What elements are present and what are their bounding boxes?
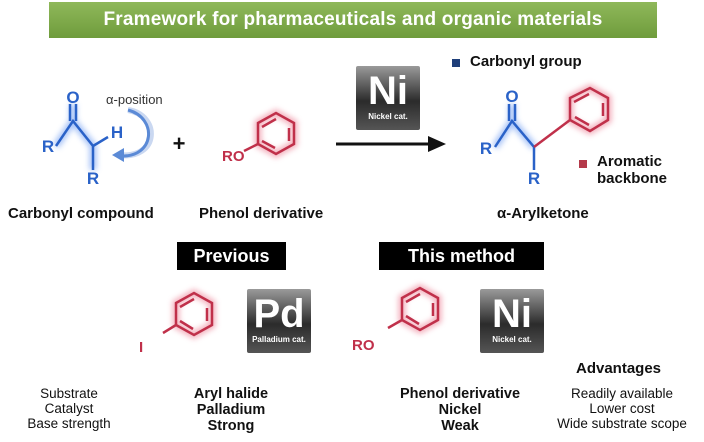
advantage-item: Lower cost bbox=[589, 401, 655, 416]
plus-sign: + bbox=[173, 131, 186, 156]
carbonyl-compound-structure bbox=[53, 104, 154, 170]
arrow-head bbox=[428, 136, 446, 152]
previous-title: Previous bbox=[177, 242, 286, 270]
aromatic-legend-label: Aromatic backbone bbox=[597, 153, 668, 187]
method-catalyst: Nickel bbox=[438, 402, 482, 418]
carbonyl-oxygen: O bbox=[66, 88, 79, 107]
aryl-halide-structure bbox=[162, 288, 216, 340]
nickel-symbol: Ni bbox=[368, 69, 408, 113]
palladium-symbol: Pd bbox=[253, 292, 305, 336]
product-structure bbox=[492, 84, 612, 170]
nickel-method-caption: Nickel cat. bbox=[492, 335, 532, 344]
advantage-item: Wide substrate scope bbox=[557, 416, 687, 431]
nickel-method-symbol: Ni bbox=[492, 292, 532, 336]
phenol-derivative-label: Phenol derivative bbox=[199, 205, 324, 222]
previous-substrate: Aryl halide bbox=[193, 386, 269, 402]
phenol-derivative-structure bbox=[387, 283, 442, 335]
alpha-hydrogen: H bbox=[111, 123, 123, 142]
r-group-bottom: R bbox=[87, 169, 99, 188]
method-substrate: Phenol derivative bbox=[399, 386, 521, 402]
advantages-list: Readily available Lower cost Wide substr… bbox=[547, 386, 697, 431]
row-label-catalyst: Catalyst bbox=[44, 401, 94, 416]
r-group-left: R bbox=[42, 137, 54, 156]
method-base-strength: Weak bbox=[441, 418, 479, 434]
carbonyl-compound-label: Carbonyl compound bbox=[8, 205, 154, 222]
advantage-item: Readily available bbox=[570, 386, 674, 401]
phenol-structure bbox=[243, 108, 298, 159]
aromatic-legend-swatch bbox=[579, 160, 587, 168]
nickel-method-tile: Ni Nickel cat. bbox=[480, 289, 544, 353]
arylketone-label: α-Arylketone bbox=[497, 205, 589, 222]
row-label-substrate: Substrate bbox=[40, 386, 98, 401]
nickel-caption: Nickel cat. bbox=[368, 112, 408, 121]
product-r-left: R bbox=[480, 139, 492, 158]
previous-base-strength: Strong bbox=[207, 418, 255, 434]
advantages-title: Advantages bbox=[576, 360, 662, 377]
this-method-title: This method bbox=[379, 242, 544, 270]
nickel-catalyst-tile: Ni Nickel cat. bbox=[356, 66, 420, 130]
carbonyl-legend-swatch bbox=[452, 59, 460, 67]
ro-substituent-method: RO bbox=[352, 337, 375, 354]
carbonyl-legend-label: Carbonyl group bbox=[470, 53, 582, 70]
alpha-position-label: α-position bbox=[106, 92, 163, 107]
product-r-bottom: R bbox=[528, 169, 540, 188]
ro-substituent: RO bbox=[222, 148, 245, 165]
method-values: Phenol derivative Nickel Weak bbox=[385, 386, 535, 434]
palladium-catalyst-tile: Pd Palladium cat. bbox=[247, 289, 311, 353]
row-labels: Substrate Catalyst Base strength bbox=[0, 386, 144, 431]
palladium-caption: Palladium cat. bbox=[252, 335, 306, 344]
product-oxygen: O bbox=[505, 87, 518, 106]
banner-title: Framework for pharmaceuticals and organi… bbox=[49, 2, 657, 38]
previous-values: Aryl halide Palladium Strong bbox=[156, 386, 306, 434]
row-label-base-strength: Base strength bbox=[27, 416, 111, 431]
previous-catalyst: Palladium bbox=[196, 402, 266, 418]
iodo-substituent: I bbox=[139, 339, 143, 356]
